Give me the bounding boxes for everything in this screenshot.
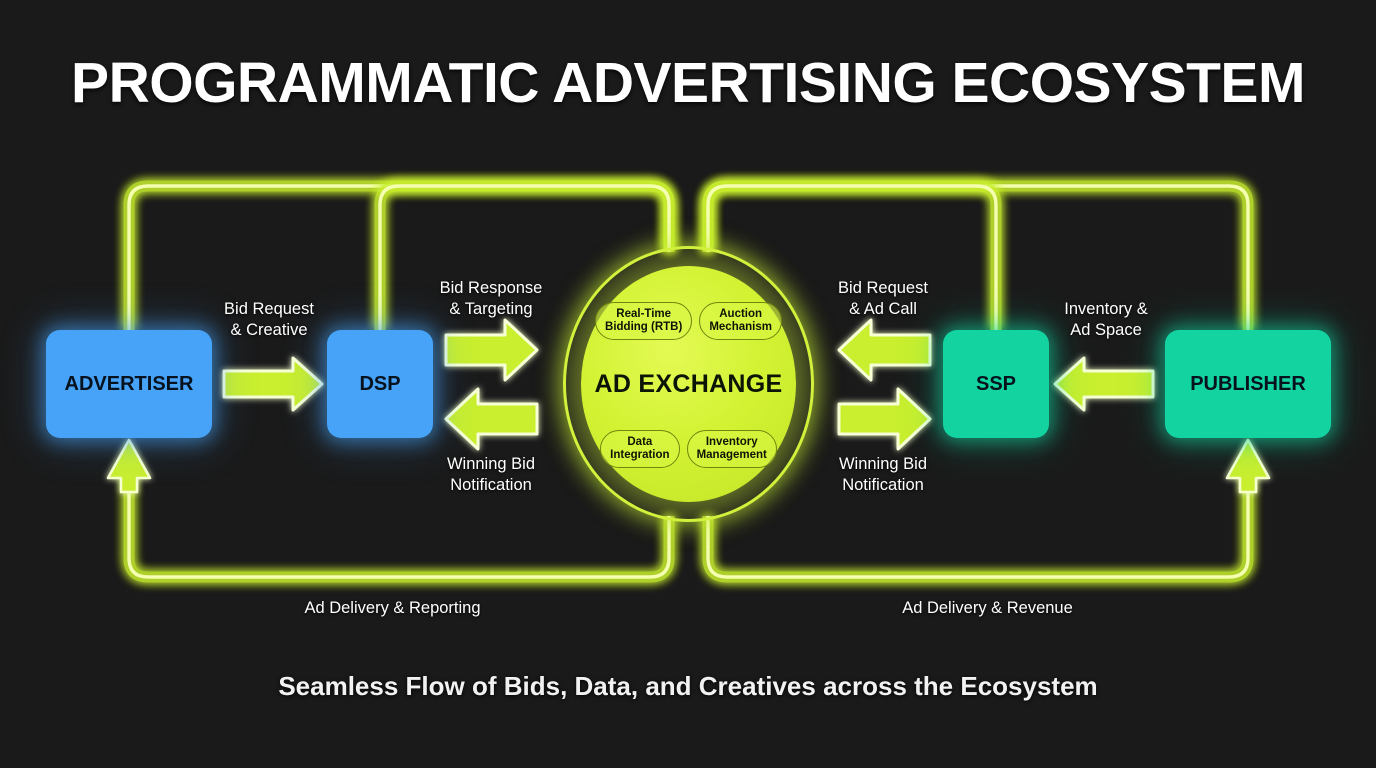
hub-pill-row-top: Real-Time Bidding (RTB) Auction Mechanis… <box>581 302 796 340</box>
label-bid-response-line1: Bid Response <box>439 279 543 297</box>
loop-ad-delivery-reporting <box>106 438 675 583</box>
label-winning-right-line1: Winning Bid <box>838 455 928 473</box>
hub-pill-auction[interactable]: Auction Mechanism <box>699 302 782 340</box>
label-inventory-adspace-line2: Ad Space <box>1070 321 1142 340</box>
node-dsp-label: DSP <box>359 372 401 395</box>
hub-pill-auction-line2: Mechanism <box>709 320 772 333</box>
arrow-exchange-to-ssp <box>837 387 932 451</box>
hub-pill-auction-line1: Auction <box>719 308 763 320</box>
hub-core: Real-Time Bidding (RTB) Auction Mechanis… <box>581 266 796 502</box>
hub-pill-inventory-line1: Inventory <box>705 436 758 449</box>
node-advertiser[interactable]: ADVERTISER <box>46 330 212 438</box>
label-bid-request-creative-line1: Bid Request <box>224 300 314 318</box>
hub-pill-rtb-line1: Real-Time <box>616 308 672 320</box>
label-bid-request-adcall-line2: & Ad Call <box>849 300 917 319</box>
arrow-exchange-to-dsp <box>444 387 539 451</box>
loop-ssp-top <box>702 180 1002 330</box>
hub-pill-row-bottom: Data Integration Inventory Management <box>581 430 796 468</box>
label-winning-bid-notification-right: Winning Bid Notification <box>801 454 965 497</box>
loop-dsp-top <box>374 180 675 330</box>
hub-pill-inventory-management[interactable]: Inventory Management <box>686 430 777 468</box>
label-bid-request-ad-call: Bid Request & Ad Call <box>801 278 965 321</box>
arrow-advertiser-to-dsp <box>222 356 324 412</box>
hub-outer-ring <box>563 246 814 522</box>
label-bid-request-adcall-line1: Bid Request <box>838 279 928 297</box>
node-ssp[interactable]: SSP <box>943 330 1049 438</box>
arrow-dsp-to-exchange <box>444 318 539 382</box>
hub-ad-exchange[interactable]: Real-Time Bidding (RTB) Auction Mechanis… <box>563 246 814 522</box>
loop-ad-delivery-revenue <box>702 438 1271 583</box>
node-advertiser-label: ADVERTISER <box>64 372 194 395</box>
label-ad-delivery-revenue: Ad Delivery & Revenue <box>902 599 1073 617</box>
node-dsp[interactable]: DSP <box>327 330 433 438</box>
node-publisher-label: PUBLISHER <box>1190 372 1306 395</box>
hub-pill-inventory-line2: Management <box>696 449 767 462</box>
label-inventory-ad-space: Inventory & Ad Space <box>1024 299 1188 342</box>
label-ad-delivery-reporting: Ad Delivery & Reporting <box>304 599 481 617</box>
hub-pill-data-line2: Integration <box>610 449 670 462</box>
page-title: PROGRAMMATIC ADVERTISING ECOSYSTEM <box>71 51 1305 115</box>
footer-caption: Seamless Flow of Bids, Data, and Creativ… <box>278 671 1098 701</box>
label-inventory-adspace-line1: Inventory & <box>1064 300 1148 318</box>
label-winning-left-line2: Notification <box>450 476 532 495</box>
label-winning-left-line1: Winning Bid <box>446 455 536 473</box>
node-ssp-label: SSP <box>975 372 1017 395</box>
hub-pill-rtb-line2: Bidding (RTB) <box>605 320 683 333</box>
label-winning-bid-notification-left: Winning Bid Notification <box>409 454 573 497</box>
label-bid-response-targeting: Bid Response & Targeting <box>409 278 573 321</box>
label-bid-response-line2: & Targeting <box>449 300 533 319</box>
label-bid-request-creative-line2: & Creative <box>230 321 308 340</box>
hub-pill-data-line1: Data <box>627 436 653 449</box>
hub-pill-rtb[interactable]: Real-Time Bidding (RTB) <box>595 302 693 340</box>
arrow-ssp-to-exchange <box>837 318 932 382</box>
node-publisher[interactable]: PUBLISHER <box>1165 330 1331 438</box>
hub-title: AD EXCHANGE <box>594 369 783 398</box>
label-bid-request-creative: Bid Request & Creative <box>187 299 351 342</box>
label-winning-right-line2: Notification <box>842 476 924 495</box>
hub-pill-data-integration[interactable]: Data Integration <box>600 430 680 468</box>
arrow-publisher-to-ssp <box>1053 356 1155 412</box>
